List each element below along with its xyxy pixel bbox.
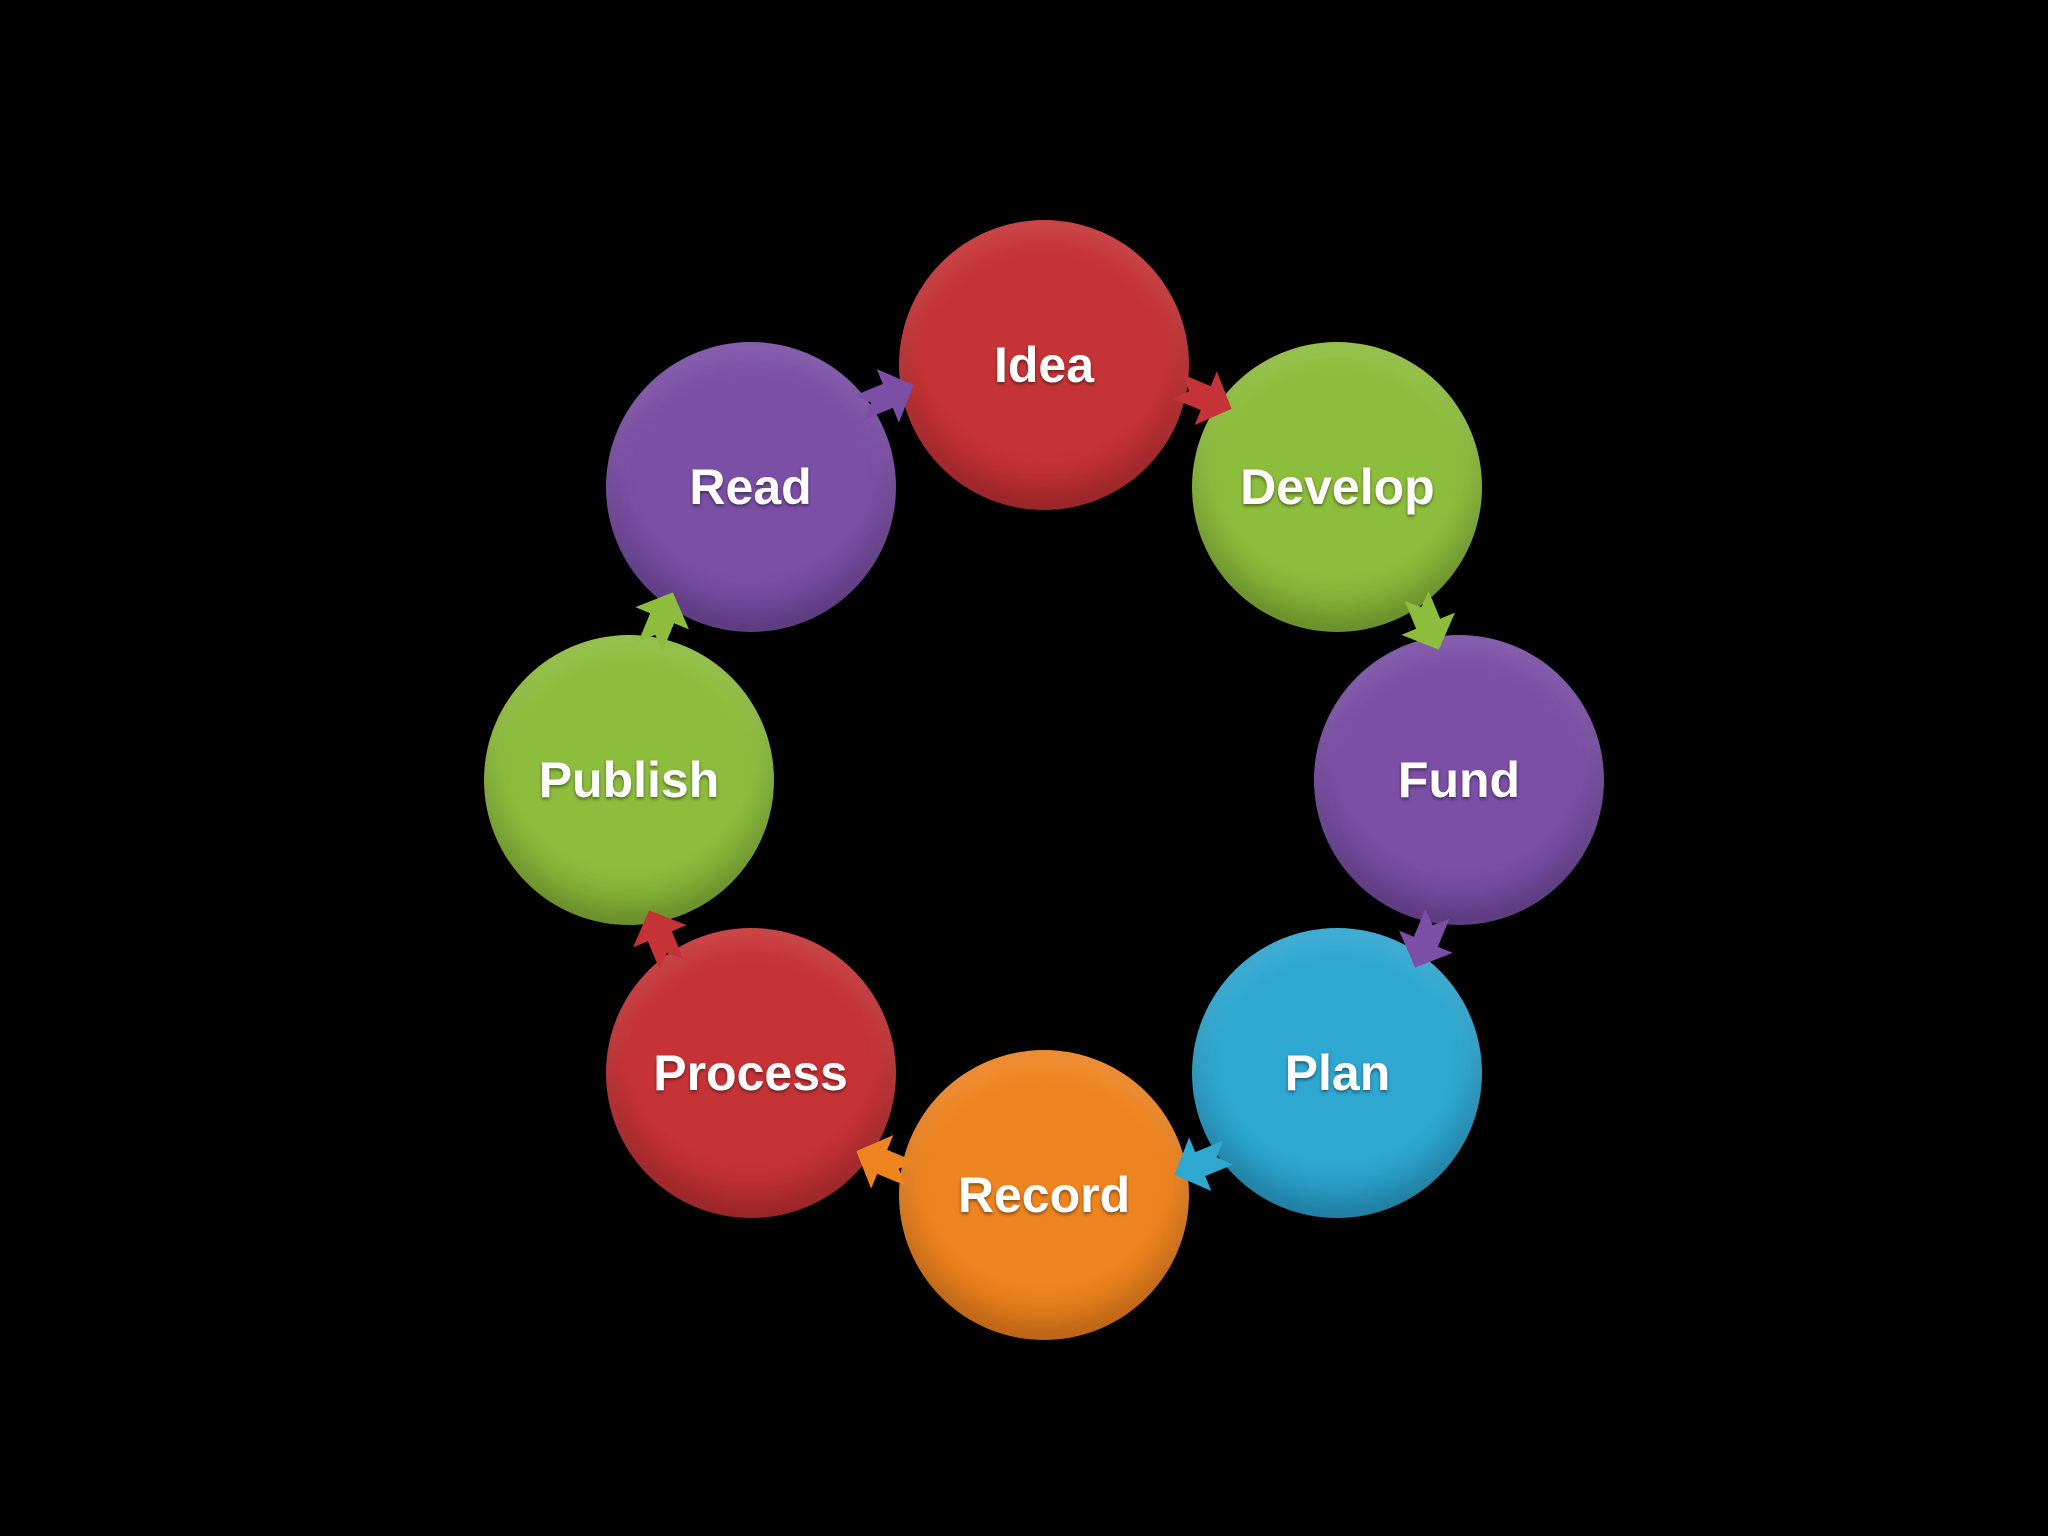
cycle-step-process: Process: [605, 928, 896, 1219]
flow-arrow-icon: [1157, 351, 1248, 442]
flow-arrow-icon: [839, 351, 930, 442]
cycle-step-develop: Develop: [1192, 341, 1483, 632]
flow-arrow-icon: [615, 893, 706, 984]
cycle-step-publish: Publish: [484, 635, 774, 925]
flow-arrow-icon: [1157, 1118, 1248, 1209]
flow-arrow-icon: [839, 1118, 930, 1209]
cycle-step-read: Read: [605, 341, 896, 632]
flow-arrow-icon: [1382, 575, 1473, 666]
cycle-step-plan: Plan: [1192, 928, 1483, 1219]
cycle-step-idea: Idea: [899, 220, 1189, 510]
flow-arrow-icon: [615, 575, 706, 666]
cycle-step-record: Record: [899, 1050, 1189, 1340]
flow-arrow-icon: [1382, 893, 1473, 984]
cycle-step-fund: Fund: [1314, 635, 1604, 925]
